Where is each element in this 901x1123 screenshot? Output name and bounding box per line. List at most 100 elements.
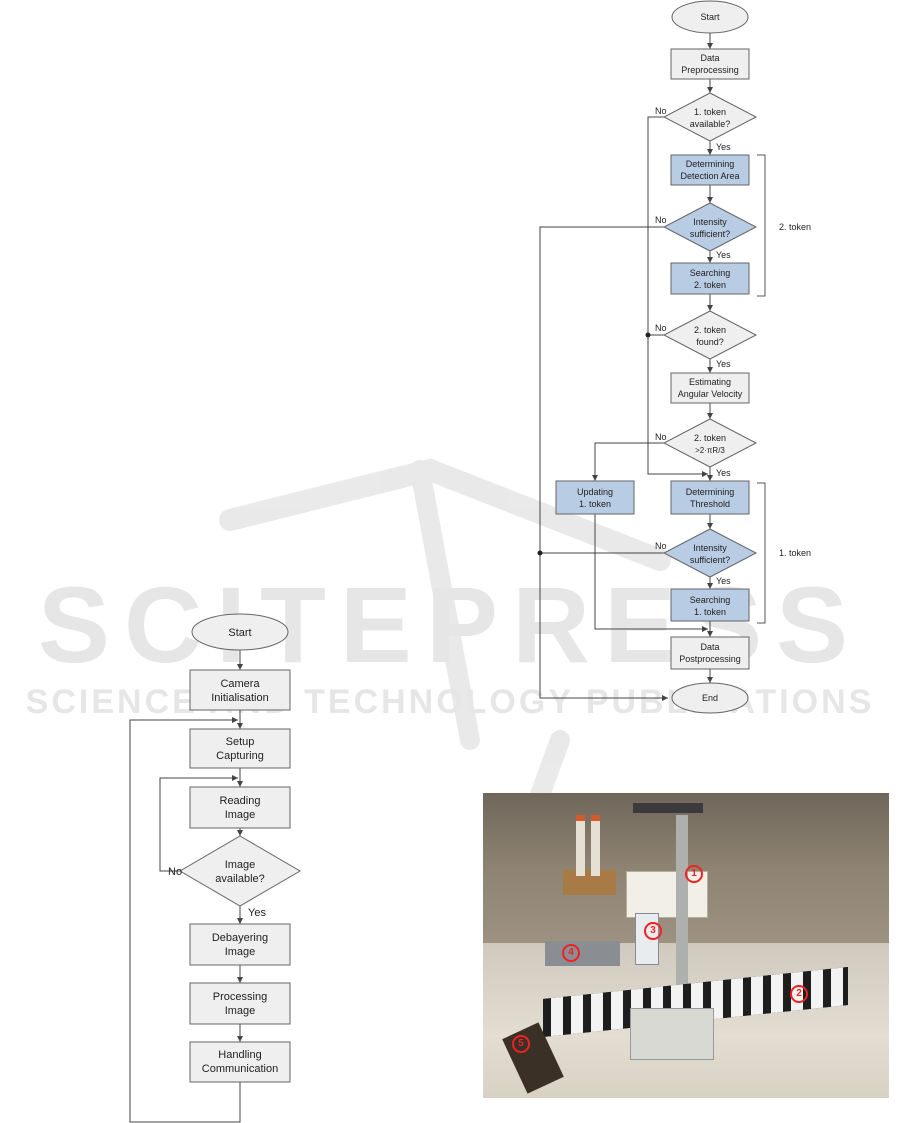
label-postproc-1: Data [700, 642, 719, 652]
label-estimating-1: Estimating [689, 377, 731, 387]
node-handling [189, 1041, 291, 1083]
node-setup [189, 728, 291, 769]
edge-no-intensity1 [539, 226, 668, 701]
label-intensity2-2: sufficient? [690, 555, 730, 565]
label-det-area-2: Detection Area [680, 171, 739, 181]
label-updating-1: Updating [577, 487, 613, 497]
label-token1-avail-1: 1. token [694, 107, 726, 117]
edge-update [594, 514, 708, 632]
photo-camera-arm [633, 803, 703, 813]
right-flowchart [537, 0, 766, 714]
left-flowchart [129, 613, 301, 1123]
photo-marker-3: 3 [644, 922, 662, 940]
label-reading-2: Image [225, 809, 256, 821]
node-debayering [189, 923, 291, 966]
label-camera-1: Camera [220, 678, 260, 690]
right-labels: Start Data Preprocessing 1. token availa… [577, 12, 811, 703]
edge-label-yes: Yes [716, 142, 731, 152]
label-handling-1: Handling [218, 1049, 261, 1061]
label-setup-2: Capturing [216, 750, 264, 762]
label-reading-1: Reading [220, 795, 261, 807]
label-det-thresh-2: Threshold [690, 499, 730, 509]
node-preproc [670, 48, 750, 80]
label-intensity1-1: Intensity [693, 217, 727, 227]
label-handling-2: Communication [202, 1063, 278, 1075]
edge-label-yes: Yes [248, 907, 266, 919]
label-debayering-2: Image [225, 946, 256, 958]
label-search1-1: Searching [690, 595, 731, 605]
label-intensity1-2: sufficient? [690, 229, 730, 239]
label-start: Start [700, 12, 720, 22]
node-processing [189, 982, 291, 1025]
node-token1-avail [662, 92, 758, 142]
label-token1-avail-2: available? [690, 119, 731, 129]
label-processing-1: Processing [213, 991, 267, 1003]
photo-marker-4: 4 [562, 944, 580, 962]
node-intensity2 [662, 528, 758, 578]
node-postproc [670, 636, 750, 670]
edge-label-no: No [655, 432, 667, 442]
label-token2-found-2: found? [696, 337, 724, 347]
group-label-token2: 2. token [779, 222, 811, 232]
bracket-token1 [757, 482, 766, 624]
label-search2-2: 2. token [694, 280, 726, 290]
node-estimating [670, 372, 750, 404]
node-det-area [670, 154, 750, 186]
label-setup-1: Setup [226, 736, 255, 748]
node-token2-found [662, 310, 758, 360]
node-reading [189, 786, 291, 829]
node-end [671, 682, 749, 714]
label-preproc-2: Preprocessing [681, 65, 739, 75]
edge-label-no: No [655, 323, 667, 333]
label-available-2: available? [215, 873, 265, 885]
edge-loop-main [129, 717, 241, 1123]
setup-photo: 1 2 3 4 5 [483, 793, 889, 1098]
node-updating [555, 480, 635, 515]
label-search1-2: 1. token [694, 607, 726, 617]
node-search1 [670, 588, 750, 622]
label-det-area-1: Determining [686, 159, 735, 169]
label-start: Start [228, 627, 251, 639]
label-preproc-1: Data [700, 53, 719, 63]
left-labels: Start Camera Initialisation Setup Captur… [168, 627, 278, 1075]
photo-bottle [576, 815, 585, 876]
label-available-1: Image [225, 859, 256, 871]
edge-loop-no [159, 775, 238, 872]
label-token2-cond-2: >2·πR/3 [695, 446, 725, 455]
node-start [671, 0, 749, 34]
node-camera [189, 669, 291, 711]
junction-dot [645, 332, 651, 338]
node-intensity1 [662, 202, 758, 252]
label-debayering-1: Debayering [212, 932, 268, 944]
photo-box [563, 870, 616, 895]
label-camera-2: Initialisation [211, 692, 268, 704]
label-search2-1: Searching [690, 268, 731, 278]
label-token2-found-1: 2. token [694, 325, 726, 335]
label-estimating-2: Angular Velocity [678, 389, 743, 399]
edge-label-no: No [168, 866, 182, 878]
node-available [179, 835, 301, 907]
group-label-token1: 1. token [779, 548, 811, 558]
edge-label-yes: Yes [716, 359, 731, 369]
edge-label-no: No [655, 215, 667, 225]
label-updating-2: 1. token [579, 499, 611, 509]
label-intensity2-1: Intensity [693, 543, 727, 553]
label-end: End [702, 693, 718, 703]
photo-stand [676, 815, 688, 985]
label-processing-2: Image [225, 1005, 256, 1017]
label-token2-cond-1: 2. token [694, 433, 726, 443]
photo-bottle [591, 815, 600, 876]
photo-marker-5: 5 [512, 1035, 530, 1053]
photo-switch [545, 941, 620, 966]
junction-dot [537, 550, 543, 556]
photo-plate [630, 1008, 714, 1060]
node-search2 [670, 262, 750, 295]
photo-marker-1: 1 [685, 865, 703, 883]
node-token2-cond [662, 418, 758, 468]
edge-label-no: No [655, 106, 667, 116]
edge-no-token1 [647, 116, 708, 477]
node-start [191, 613, 289, 651]
edge-no-cond [592, 442, 664, 481]
node-det-thresh [670, 480, 750, 515]
